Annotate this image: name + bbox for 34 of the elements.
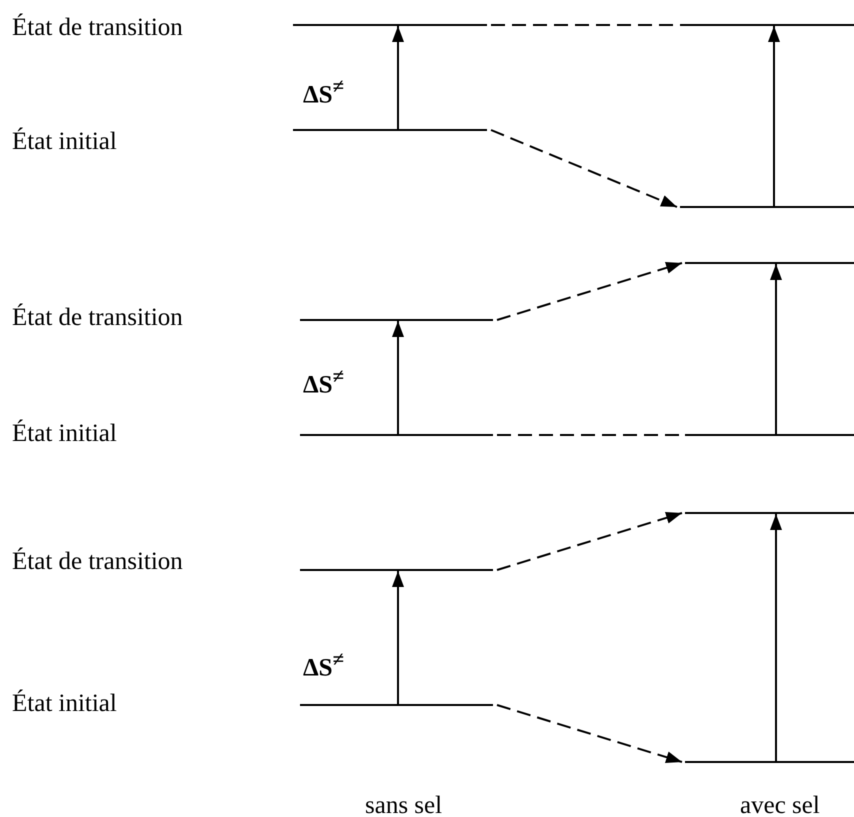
state-label: État initial: [12, 420, 117, 448]
state-label: État de transition: [12, 548, 183, 576]
energy-level-line: [293, 129, 487, 131]
energy-level-line: [300, 434, 493, 436]
energy-level-line: [685, 434, 854, 436]
entropy-symbol: ΔS$^{≠}$: [303, 646, 344, 682]
dashed-arrow: [490, 129, 678, 208]
dashed-arrow: [496, 262, 682, 321]
dashed-line: [497, 434, 682, 436]
arrow: [392, 26, 404, 129]
energy-level-line: [300, 704, 493, 706]
energy-level-line: [680, 206, 854, 208]
energy-level-line: [685, 761, 854, 763]
dashed-arrow: [496, 512, 682, 571]
energy-level-line: [293, 24, 487, 26]
arrow: [770, 264, 782, 434]
state-label: État initial: [12, 128, 117, 156]
arrow: [770, 514, 782, 761]
energy-level-line: [300, 319, 493, 321]
energy-level-line: [680, 24, 854, 26]
state-label: État de transition: [12, 304, 183, 332]
entropy-symbol: ΔS$^{≠}$: [303, 363, 344, 400]
energy-level-line: [685, 512, 854, 514]
entropy-symbol: ΔS$^{≠}$: [303, 73, 344, 110]
state-label: État initial: [12, 690, 117, 718]
arrow: [768, 26, 780, 206]
column-label: sans sel: [365, 792, 442, 817]
arrow: [392, 321, 404, 434]
arrow: [392, 571, 404, 704]
dashed-arrow: [496, 704, 682, 764]
energy-level-line: [685, 262, 854, 264]
energy-level-line: [300, 569, 493, 571]
column-label: avec sel: [740, 792, 820, 817]
state-label: État de transition: [12, 14, 183, 42]
